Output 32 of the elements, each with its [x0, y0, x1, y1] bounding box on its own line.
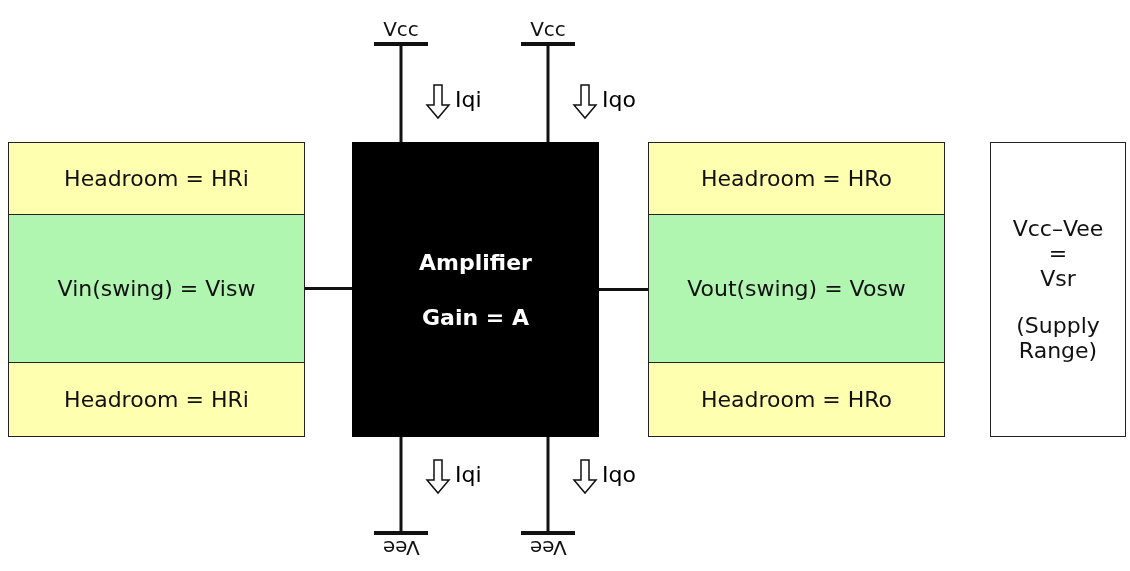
- box-text: Headroom = HRo: [700, 166, 893, 191]
- headroom-box: [648, 362, 945, 437]
- box-text: (Supply Range): [1015, 313, 1101, 363]
- box-text: Gain = A: [422, 304, 529, 330]
- rail-label: Vee: [529, 535, 567, 561]
- wire: [599, 288, 648, 291]
- box-text: Headroom = HRo: [700, 387, 893, 412]
- current-label: Iqi: [455, 462, 482, 487]
- box-text: Amplifier: [419, 249, 532, 275]
- swing-box: [648, 214, 945, 363]
- rail-label: Vcc: [383, 16, 419, 42]
- current-label: Iqo: [602, 462, 636, 487]
- rail-label: Vcc: [530, 16, 566, 42]
- amplifier-block: [352, 142, 599, 437]
- box-text: Vin(swing) = Visw: [57, 276, 256, 301]
- wire: [546, 437, 550, 531]
- headroom-box: [648, 142, 945, 215]
- supply-range-box: [990, 142, 1126, 437]
- swing-box: [8, 214, 305, 363]
- headroom-box: [8, 362, 305, 437]
- wire: [305, 287, 352, 290]
- wire: [399, 437, 403, 531]
- box-text: Vcc–Vee = Vsr: [1011, 216, 1105, 291]
- current-label: Iqo: [602, 87, 636, 112]
- box-text: Headroom = HRi: [64, 387, 249, 412]
- headroom-box: [8, 142, 305, 215]
- wire: [546, 46, 550, 142]
- wire: [399, 46, 403, 142]
- rail-label: Vee: [382, 535, 420, 561]
- box-text: Vout(swing) = Vosw: [687, 276, 906, 301]
- current-label: Iqi: [455, 87, 482, 112]
- box-text: Headroom = HRi: [64, 166, 249, 191]
